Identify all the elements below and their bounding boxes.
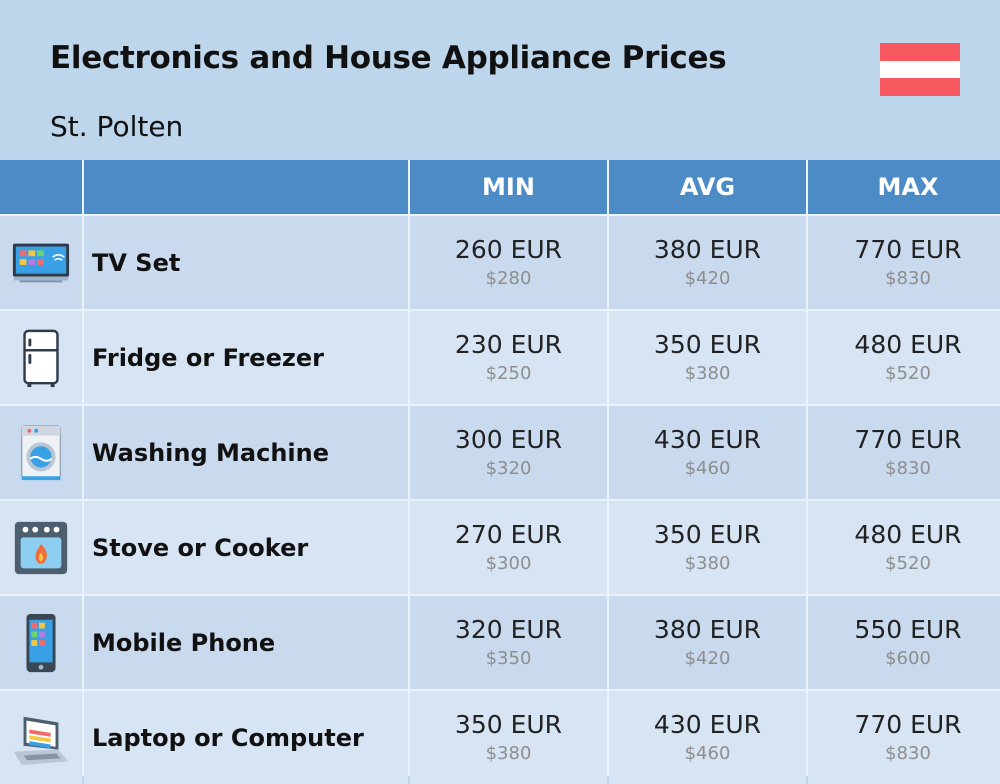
header-avg: AVG xyxy=(609,160,806,214)
price-cell-min: 300 EUR $320 xyxy=(410,406,607,499)
price-eur: 430 EUR xyxy=(653,424,762,454)
price-eur: 350 EUR xyxy=(653,519,762,549)
price-eur: 230 EUR xyxy=(454,329,563,359)
price-usd: $830 xyxy=(885,457,931,479)
price-usd: $830 xyxy=(885,267,931,289)
row-name: Laptop or Computer xyxy=(84,691,408,784)
flag-stripe-bottom xyxy=(880,78,960,96)
price-usd: $600 xyxy=(885,647,931,669)
laptop-icon xyxy=(10,707,72,769)
price-usd: $380 xyxy=(485,742,532,764)
header-icon-col xyxy=(0,160,82,214)
price-cell-min: 230 EUR $250 xyxy=(410,311,607,404)
row-icon-cell xyxy=(0,406,82,499)
row-name: Mobile Phone xyxy=(84,596,408,689)
price-cell-min: 260 EUR $280 xyxy=(410,216,607,309)
price-usd: $460 xyxy=(684,457,731,479)
price-eur: 770 EUR xyxy=(854,234,962,264)
washing-machine-icon xyxy=(10,422,72,484)
price-eur: 300 EUR xyxy=(454,424,563,454)
austria-flag-icon xyxy=(880,43,960,96)
price-cell-avg: 380 EUR $420 xyxy=(609,596,806,689)
header-name-col xyxy=(84,160,408,214)
row-name: Stove or Cooker xyxy=(84,501,408,594)
price-cell-max: 550 EUR $600 xyxy=(808,596,1000,689)
fridge-icon xyxy=(10,327,72,389)
price-usd: $350 xyxy=(485,647,532,669)
price-table: MIN AVG MAX TV Set 260 EUR $280 380 EUR $420… xyxy=(0,160,1000,784)
price-usd: $380 xyxy=(684,552,731,574)
price-cell-avg: 350 EUR $380 xyxy=(609,501,806,594)
row-icon-cell xyxy=(0,596,82,689)
price-cell-max: 480 EUR $520 xyxy=(808,311,1000,404)
price-usd: $520 xyxy=(885,362,931,384)
price-eur: 350 EUR xyxy=(653,329,762,359)
flag-stripe-top xyxy=(880,43,960,61)
price-eur: 380 EUR xyxy=(653,234,762,264)
price-cell-min: 350 EUR $380 xyxy=(410,691,607,784)
price-cell-max: 770 EUR $830 xyxy=(808,406,1000,499)
mobile-phone-icon xyxy=(10,612,72,674)
page-subtitle: St. Polten xyxy=(50,110,184,143)
price-usd: $380 xyxy=(684,362,731,384)
price-eur: 480 EUR xyxy=(854,329,962,359)
header-max: MAX xyxy=(808,160,1000,214)
price-cell-avg: 350 EUR $380 xyxy=(609,311,806,404)
price-usd: $300 xyxy=(485,552,532,574)
stove-icon xyxy=(10,517,72,579)
price-cell-avg: 430 EUR $460 xyxy=(609,406,806,499)
price-cell-avg: 430 EUR $460 xyxy=(609,691,806,784)
page-title: Electronics and House Appliance Prices xyxy=(50,40,727,76)
price-usd: $320 xyxy=(485,457,532,479)
price-eur: 770 EUR xyxy=(854,709,962,739)
price-usd: $250 xyxy=(485,362,532,384)
row-name: TV Set xyxy=(84,216,408,309)
row-name: Fridge or Freezer xyxy=(84,311,408,404)
price-usd: $280 xyxy=(485,267,532,289)
price-usd: $420 xyxy=(684,647,731,669)
price-eur: 380 EUR xyxy=(653,614,762,644)
row-icon-cell xyxy=(0,691,82,784)
price-cell-min: 270 EUR $300 xyxy=(410,501,607,594)
row-name: Washing Machine xyxy=(84,406,408,499)
price-eur: 320 EUR xyxy=(454,614,563,644)
price-usd: $420 xyxy=(684,267,731,289)
price-eur: 550 EUR xyxy=(854,614,962,644)
row-icon-cell xyxy=(0,501,82,594)
price-eur: 430 EUR xyxy=(653,709,762,739)
price-cell-avg: 380 EUR $420 xyxy=(609,216,806,309)
price-eur: 770 EUR xyxy=(854,424,962,454)
price-usd: $830 xyxy=(885,742,931,764)
price-usd: $520 xyxy=(885,552,931,574)
price-eur: 480 EUR xyxy=(854,519,962,549)
price-eur: 260 EUR xyxy=(454,234,563,264)
price-eur: 270 EUR xyxy=(454,519,563,549)
price-eur: 350 EUR xyxy=(454,709,563,739)
tv-icon xyxy=(10,232,72,294)
price-cell-min: 320 EUR $350 xyxy=(410,596,607,689)
row-icon-cell xyxy=(0,311,82,404)
price-usd: $460 xyxy=(684,742,731,764)
flag-stripe-middle xyxy=(880,60,960,79)
header-min: MIN xyxy=(410,160,607,214)
price-cell-max: 770 EUR $830 xyxy=(808,691,1000,784)
price-cell-max: 480 EUR $520 xyxy=(808,501,1000,594)
row-icon-cell xyxy=(0,216,82,309)
price-cell-max: 770 EUR $830 xyxy=(808,216,1000,309)
